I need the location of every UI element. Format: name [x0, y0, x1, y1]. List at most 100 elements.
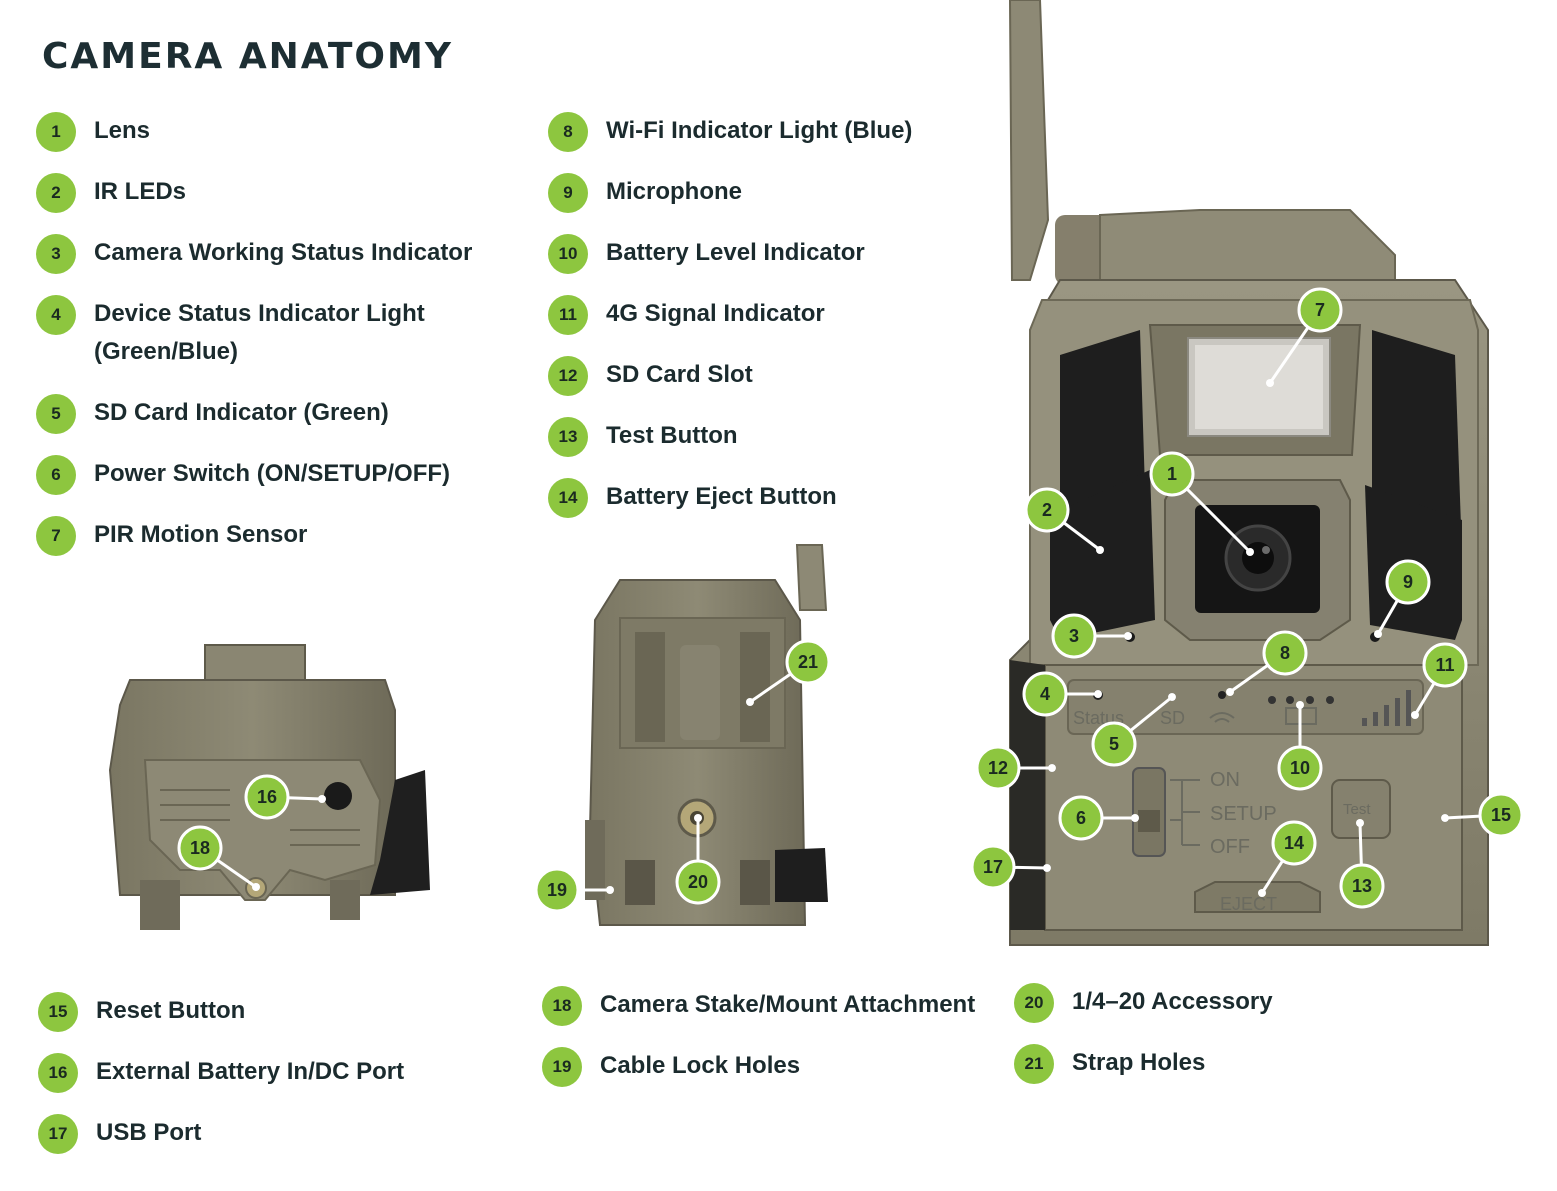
number-badge: 9: [548, 173, 588, 213]
legend-item-7: 7 PIR Motion Sensor: [36, 516, 307, 556]
number-badge: 19: [542, 1047, 582, 1087]
legend-item-19: 19 Cable Lock Holes: [542, 1047, 800, 1087]
svg-text:11: 11: [1435, 655, 1454, 675]
legend-label: IR LEDs: [94, 178, 187, 205]
number-badge: 8: [548, 112, 588, 152]
svg-text:14: 14: [1284, 833, 1304, 853]
number-badge: 5: [36, 394, 76, 434]
legend-label: PIR Motion Sensor: [94, 521, 308, 548]
callout-11: 11: [1422, 642, 1468, 688]
svg-text:18: 18: [190, 838, 210, 858]
callout-1: 1: [1149, 451, 1195, 497]
legend-item-5: 5 SD Card Indicator (Green): [36, 394, 389, 434]
callout-13: 13: [1339, 863, 1385, 909]
callout-21: 21: [785, 639, 831, 685]
eject-label: EJECT: [1220, 894, 1277, 914]
number-badge: 1: [36, 112, 76, 152]
legend-item-11: 11 4G Signal Indicator: [548, 295, 825, 335]
callout-16: 16: [244, 774, 290, 820]
legend-label: Cable Lock Holes: [600, 1052, 801, 1079]
legend-item-13: 13 Test Button: [548, 417, 738, 457]
callout-3: 3: [1051, 613, 1097, 659]
callout-8: 8: [1262, 630, 1308, 676]
svg-text:1: 1: [1167, 464, 1177, 484]
legend-item-3: 3 Camera Working Status Indicator: [36, 234, 472, 274]
status-label: Status: [1073, 708, 1124, 728]
legend-item-16: 16 External Battery In/DC Port: [38, 1053, 404, 1093]
legend-item-1: 1 Lens: [36, 112, 150, 152]
svg-text:3: 3: [1069, 626, 1079, 646]
switch-setup-label: SETUP: [1210, 803, 1277, 825]
svg-text:16: 16: [257, 787, 277, 807]
callout-12: 12: [975, 745, 1021, 791]
legend-item-2: 2 IR LEDs: [36, 173, 186, 213]
number-badge: 10: [548, 234, 588, 274]
legend-label: SD Card Slot: [606, 361, 753, 388]
svg-text:19: 19: [547, 880, 567, 900]
number-badge: 3: [36, 234, 76, 274]
legend-label: Test Button: [606, 422, 738, 449]
camera-front-view: Status SD ON SETUP OFF Test EJECT: [1008, 0, 1489, 946]
number-badge: 11: [548, 295, 588, 335]
number-badge: 18: [542, 986, 582, 1026]
svg-text:5: 5: [1109, 734, 1119, 754]
number-badge: 12: [548, 356, 588, 396]
legend-label: Wi-Fi Indicator Light (Blue): [606, 117, 913, 144]
svg-text:2: 2: [1042, 500, 1052, 520]
legend-item-10: 10 Battery Level Indicator: [548, 234, 865, 274]
legend-label: Strap Holes: [1072, 1049, 1206, 1076]
legend-item-6: 6 Power Switch (ON/SETUP/OFF): [36, 455, 450, 495]
callout-6: 6: [1058, 795, 1104, 841]
legend-label: Battery Eject Button: [606, 483, 837, 510]
switch-on-label: ON: [1210, 769, 1240, 791]
legend-label: Camera Stake/Mount Attachment: [600, 991, 976, 1018]
svg-text:17: 17: [983, 857, 1003, 877]
number-badge: 7: [36, 516, 76, 556]
callout-18: 18: [177, 825, 223, 871]
legend-item-17: 17 USB Port: [38, 1114, 201, 1154]
legend-label: Microphone: [606, 178, 742, 205]
callout-15: 15: [1478, 792, 1524, 838]
callout-5: 5: [1091, 721, 1137, 767]
number-badge: 4: [36, 295, 76, 335]
legend-item-21: 21 Strap Holes: [1014, 1044, 1205, 1084]
svg-text:7: 7: [1315, 300, 1325, 320]
svg-text:6: 6: [1076, 808, 1086, 828]
callout-2: 2: [1024, 487, 1070, 533]
legend-label: USB Port: [96, 1119, 202, 1146]
svg-text:13: 13: [1352, 876, 1372, 896]
number-badge: 14: [548, 478, 588, 518]
legend-label: External Battery In/DC Port: [96, 1058, 405, 1085]
number-badge: 6: [36, 455, 76, 495]
svg-text:21: 21: [798, 652, 818, 672]
sd-label: SD: [1160, 708, 1185, 728]
number-badge: 15: [38, 992, 78, 1032]
callout-4: 4: [1022, 671, 1068, 717]
number-badge: 13: [548, 417, 588, 457]
legend-label: Lens: [94, 117, 151, 144]
legend-item-14: 14 Battery Eject Button: [548, 478, 837, 518]
callout-7: 7: [1297, 287, 1343, 333]
callout-14: 14: [1271, 820, 1317, 866]
svg-text:15: 15: [1491, 805, 1511, 825]
callout-badges: 7 1 2 3 9 8 11 4 5 10 12 6 15 14 13 17 1…: [177, 287, 1524, 913]
legend-label: SD Card Indicator (Green): [94, 399, 389, 426]
callout-10: 10: [1277, 745, 1323, 791]
legend-item-4: 4 Device Status Indicator Light (Green/B…: [36, 295, 454, 371]
test-button-label: Test: [1343, 801, 1371, 818]
legend-item-8: 8 Wi-Fi Indicator Light (Blue): [548, 112, 912, 152]
number-badge: 2: [36, 173, 76, 213]
svg-text:8: 8: [1280, 643, 1290, 663]
legend-item-20: 20 1/4–20 Accessory: [1014, 983, 1273, 1023]
callout-20: 20: [675, 859, 721, 905]
callout-9: 9: [1385, 559, 1431, 605]
legend-item-18: 18 Camera Stake/Mount Attachment: [542, 986, 975, 1026]
legend-label: Power Switch (ON/SETUP/OFF): [94, 460, 451, 487]
legend-label: Reset Button: [96, 997, 246, 1024]
legend-label: Device Status Indicator Light (Green/Blu…: [94, 300, 425, 365]
legend-label: Camera Working Status Indicator: [94, 239, 473, 266]
leader-lines: [199, 309, 1502, 894]
legend-label: 1/4–20 Accessory: [1072, 988, 1273, 1015]
number-badge: 16: [38, 1053, 78, 1093]
callout-19: 19: [534, 867, 580, 913]
